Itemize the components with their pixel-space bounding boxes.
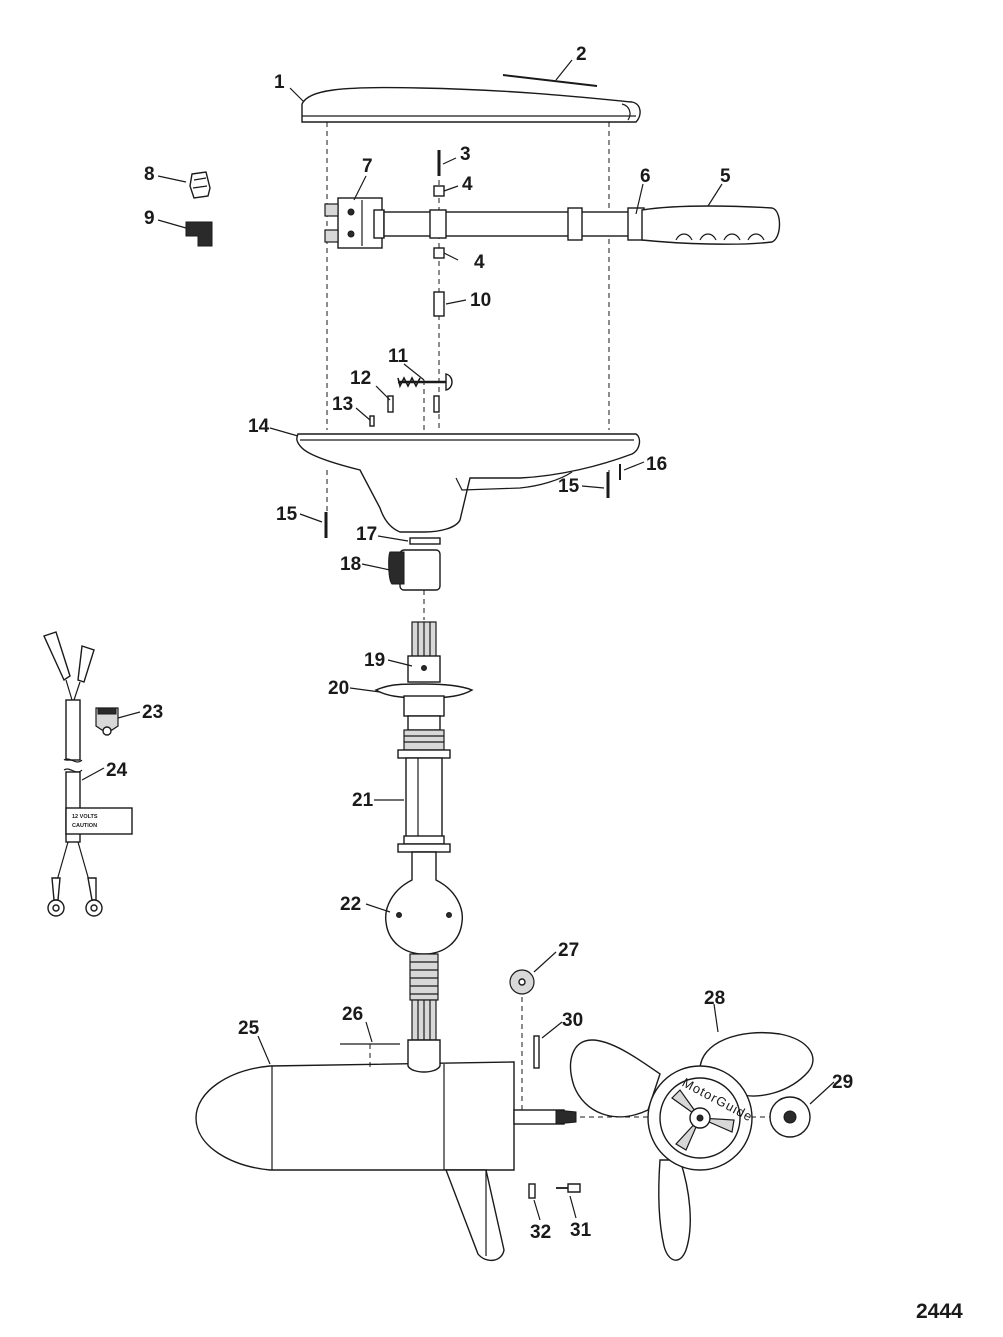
spacer (433, 291, 445, 317)
callout-10: 10 (470, 290, 491, 311)
callouts: 1 2 3 4 4 5 6 7 8 9 10 11 12 13 14 15 15… (106, 44, 853, 1243)
drive-pin (533, 1035, 540, 1069)
callout-15-left: 15 (276, 504, 298, 525)
pivot-bolt (397, 373, 453, 391)
prop-nut (769, 1096, 811, 1138)
top-cover (301, 86, 641, 123)
callout-8: 8 (144, 164, 155, 185)
callout-29: 29 (832, 1072, 853, 1093)
callout-6: 6 (640, 166, 651, 187)
callout-1: 1 (274, 72, 285, 93)
shear-pin (528, 1183, 536, 1199)
decal-strip (502, 74, 598, 87)
shaft-assembly (374, 621, 474, 853)
callout-28: 28 (704, 988, 725, 1009)
callout-23: 23 (142, 702, 163, 723)
thrust-washer (509, 969, 535, 995)
callout-9: 9 (144, 208, 155, 229)
tiller-handle (383, 205, 781, 245)
callout-5: 5 (720, 166, 731, 187)
callout-3: 3 (460, 144, 471, 165)
callout-12: 12 (350, 368, 371, 389)
power-cable: 12 VOLTS CAUTION (43, 631, 133, 917)
callout-24: 24 (106, 760, 128, 781)
housing-screws (324, 464, 621, 538)
prop-screw (556, 1183, 581, 1193)
callout-30: 30 (562, 1010, 583, 1031)
small-screw (369, 415, 375, 427)
collar (388, 549, 441, 591)
alignment-lines (326, 122, 790, 1120)
cable-fitting (95, 707, 119, 736)
spring-pins (387, 395, 440, 413)
callout-17: 17 (356, 524, 377, 545)
elbow-fitting (185, 221, 213, 247)
shaft-bulb (385, 851, 463, 1041)
callout-15-right: 15 (558, 476, 580, 497)
strain-relief (189, 171, 211, 199)
callout-25: 25 (238, 1018, 260, 1039)
callout-16: 16 (646, 454, 667, 475)
callout-32: 32 (530, 1222, 551, 1243)
callout-4-upper: 4 (462, 174, 473, 195)
lower-housing (296, 433, 641, 533)
callout-4-lower: 4 (474, 252, 485, 273)
propeller (569, 1031, 814, 1261)
cable-tag-line2: CAUTION (72, 823, 97, 829)
callout-22: 22 (340, 894, 361, 915)
callout-11: 11 (388, 346, 409, 367)
figure-number: 2444 (916, 1300, 963, 1323)
washer (409, 537, 441, 545)
callout-20: 20 (328, 678, 349, 699)
callout-18: 18 (340, 554, 361, 575)
lower-unit-motor (195, 1039, 577, 1261)
leader-lines (81, 59, 835, 1221)
cable-tag-line1: 12 VOLTS (72, 814, 98, 820)
cable-warning-tag (65, 807, 133, 835)
callout-27: 27 (558, 940, 579, 961)
callout-26: 26 (342, 1004, 363, 1025)
callout-21: 21 (352, 790, 374, 811)
callout-7: 7 (362, 156, 373, 177)
callout-13: 13 (332, 394, 353, 415)
speed-switch (324, 197, 385, 249)
decal-line (340, 1043, 400, 1068)
callout-2: 2 (576, 44, 587, 65)
callout-14: 14 (248, 416, 270, 437)
callout-31: 31 (570, 1220, 592, 1241)
callout-19: 19 (364, 650, 385, 671)
